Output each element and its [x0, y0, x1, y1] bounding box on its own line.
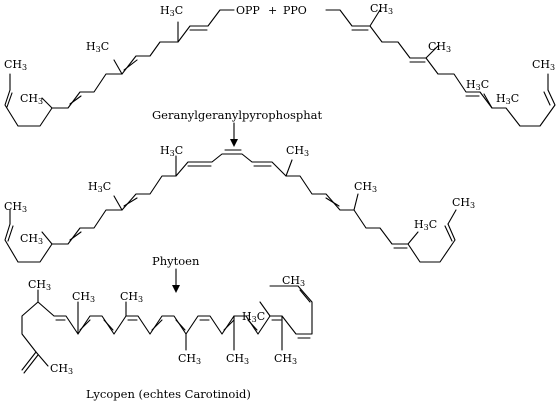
- methyl-h3c-label: H3C: [88, 180, 111, 194]
- methyl-ch3-label: CH3: [120, 290, 143, 304]
- plus-sign: +: [268, 4, 277, 17]
- methyl-ch3-label: CH3: [50, 362, 73, 376]
- methyl-h3c-label: H3C: [414, 218, 437, 232]
- methyl-ch3-label: CH3: [354, 180, 377, 194]
- methyl-ch3-label: CH3: [4, 58, 27, 72]
- step-label-geranylgeranylpyrophosphat: Geranylgeranylpyrophosphat: [152, 108, 323, 122]
- methyl-ch3-label: CH3: [4, 200, 27, 214]
- methyl-h3c-label: H3C: [160, 144, 183, 158]
- lycopen-molecule: [21, 285, 313, 374]
- methyl-ch3-label: CH3: [532, 58, 555, 72]
- methyl-h3c-label: H3C: [496, 92, 519, 106]
- step-label-phytoen: Phytoen: [152, 254, 200, 268]
- methyl-h3c-label: H3C: [86, 40, 109, 54]
- ppo-label: PPO: [283, 4, 307, 17]
- reaction-arrow: [230, 122, 238, 147]
- methyl-ch3-label: CH3: [226, 352, 249, 366]
- ggpp-left-molecule: [4, 9, 235, 127]
- methyl-ch3-label: CH3: [274, 352, 297, 366]
- methyl-h3c-label: H3C: [466, 78, 489, 92]
- methyl-h3c-label: H3C: [160, 4, 183, 18]
- methyl-ch3-label: CH3: [20, 92, 43, 106]
- ggpp-right-molecule: [325, 9, 556, 127]
- methyl-ch3-label: CH3: [286, 144, 309, 158]
- methyl-ch3-label: CH3: [72, 290, 95, 304]
- methyl-ch3-label: CH3: [28, 278, 51, 292]
- methyl-ch3-label: CH3: [178, 352, 201, 366]
- methyl-ch3-label: CH3: [20, 232, 43, 246]
- reaction-arrow: [172, 268, 180, 293]
- methyl-ch3-label: CH3: [428, 40, 451, 54]
- opp-label: OPP: [236, 4, 260, 17]
- methyl-ch3-label: CH3: [282, 274, 305, 288]
- methyl-ch3-label: CH3: [370, 2, 393, 16]
- methyl-h3c-label: H3C: [242, 310, 265, 324]
- caption-lycopen: Lycopen (echtes Carotinoid): [86, 387, 251, 401]
- methyl-ch3-label: CH3: [452, 196, 475, 210]
- phytoen-molecule: [4, 149, 457, 263]
